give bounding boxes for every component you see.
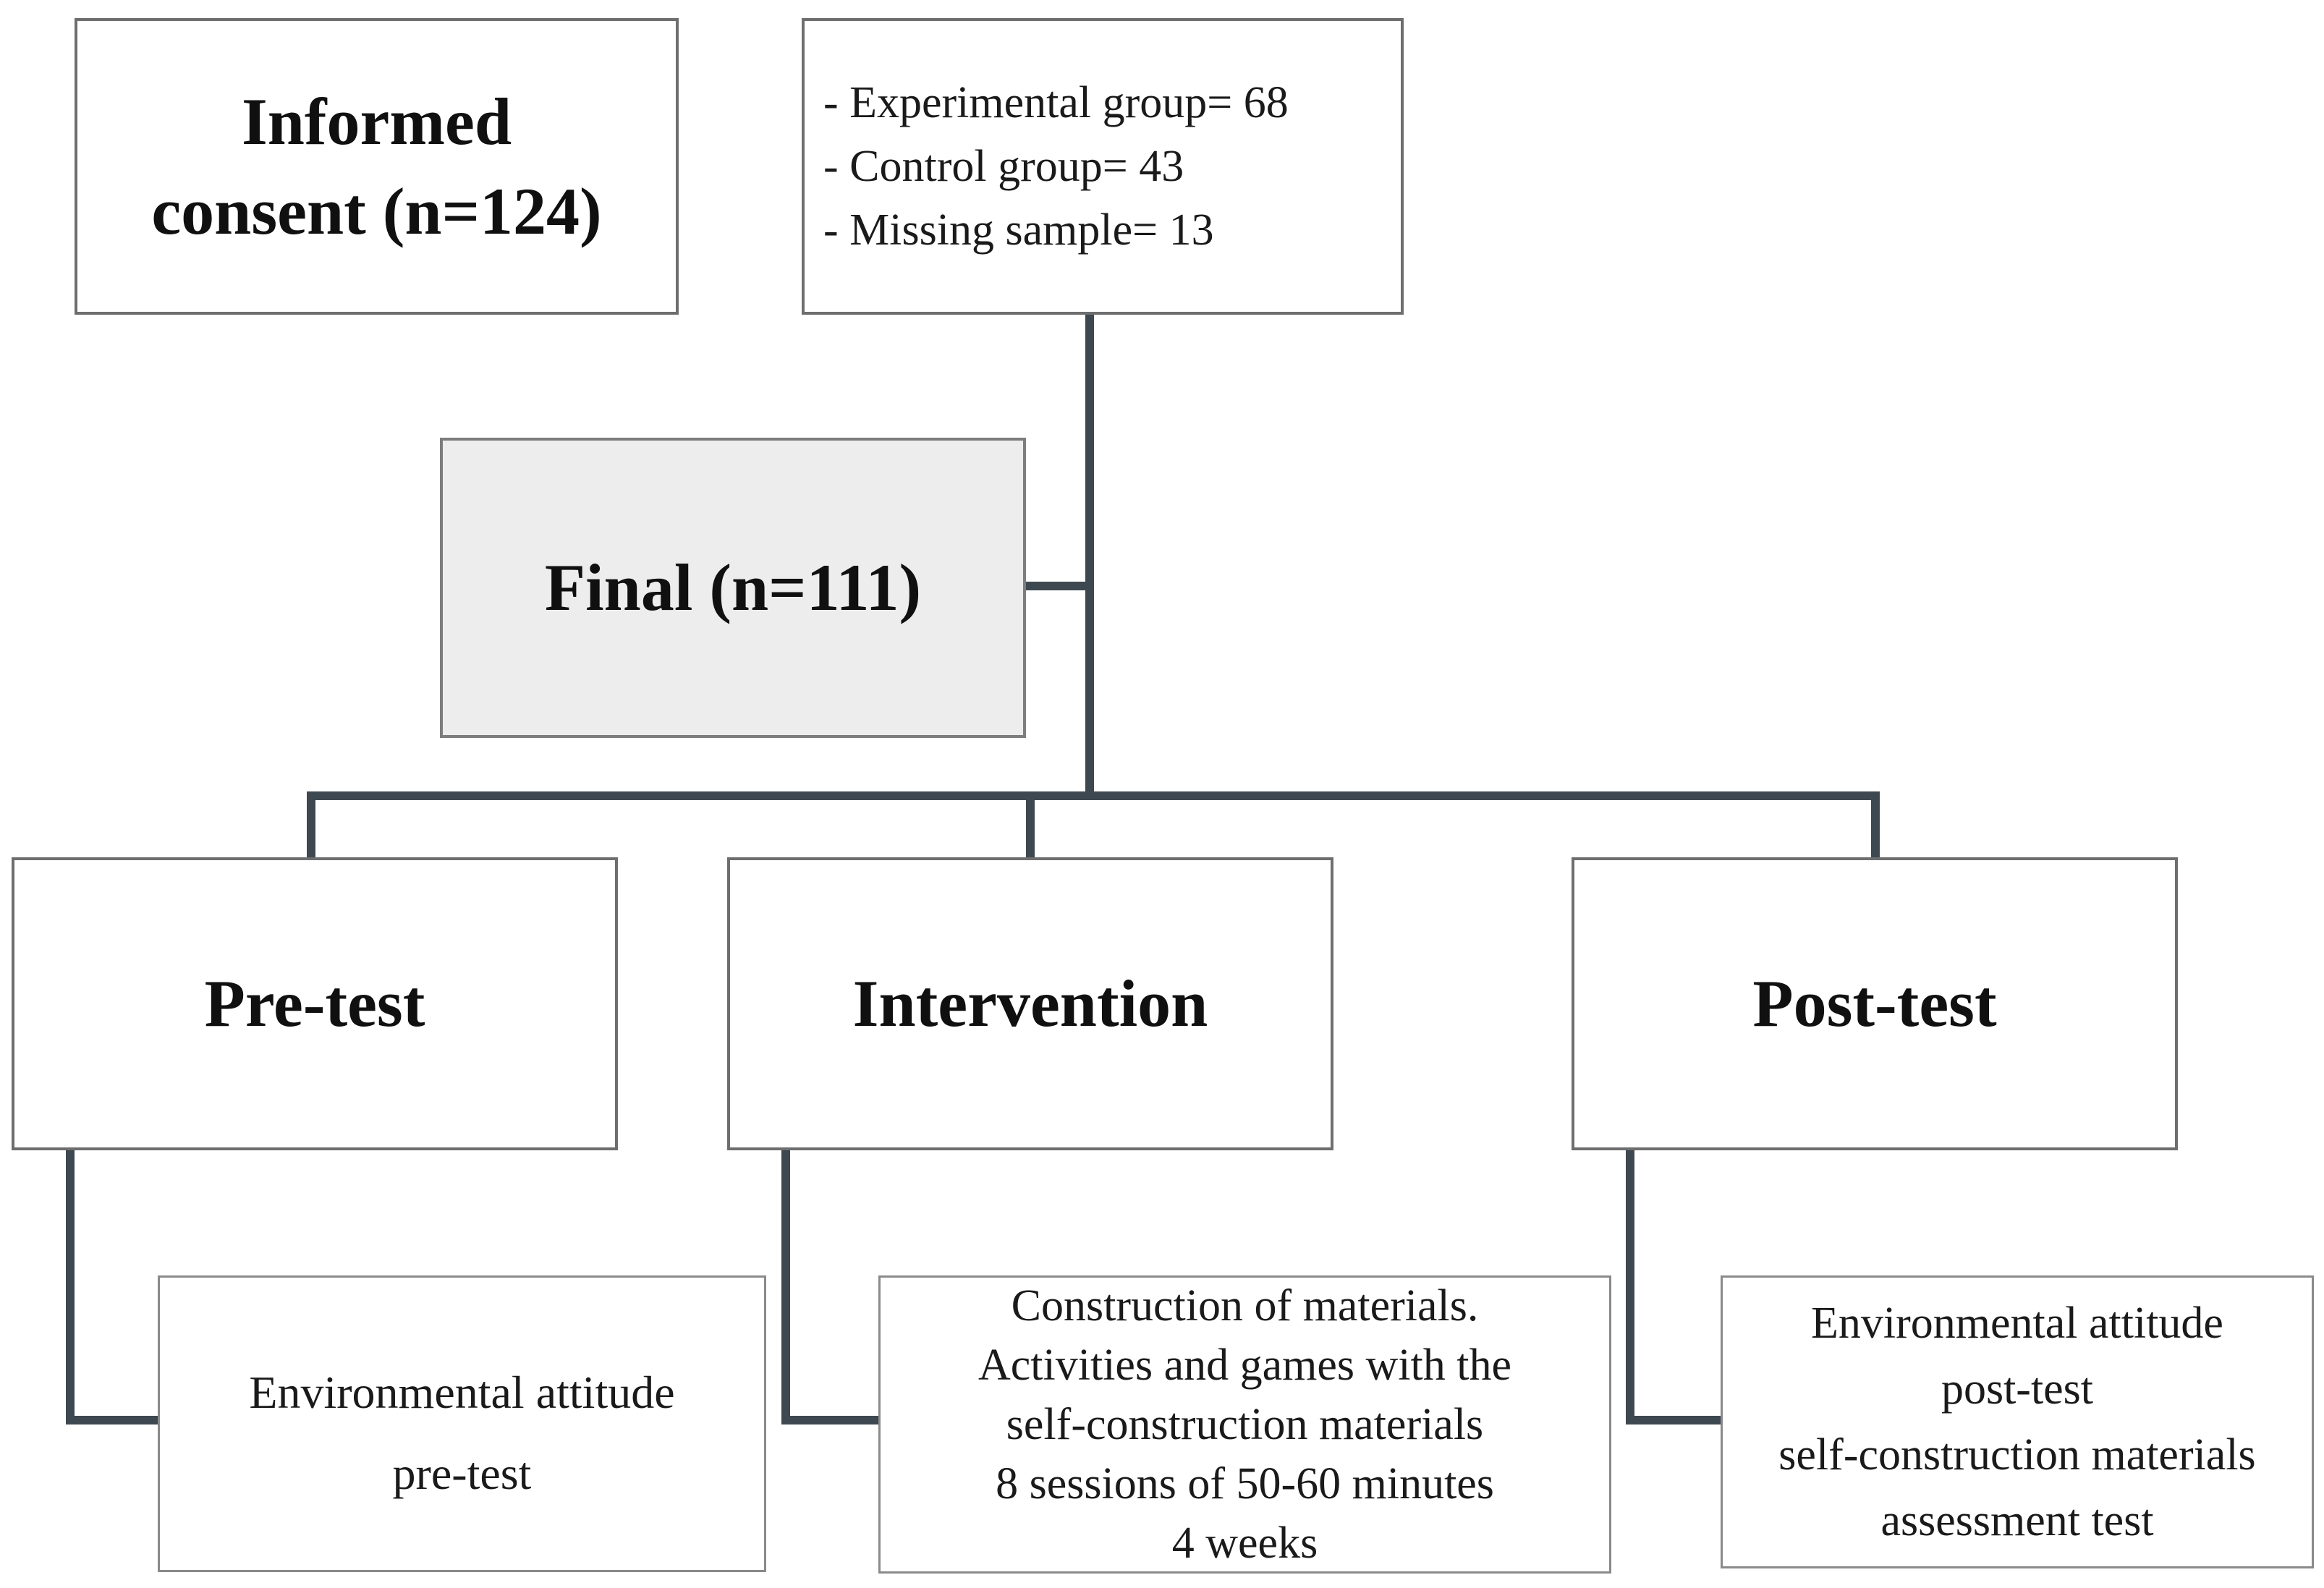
connector-intervention-elbow-vertical <box>781 1149 790 1424</box>
final-sample-label: Final (n=111) <box>544 551 922 625</box>
post-test-detail-box: Environmental attitude post-test self-co… <box>1721 1275 2314 1568</box>
connector-drop-intervention <box>1026 791 1035 860</box>
informed-consent-box: Informed consent (n=124) <box>75 18 679 315</box>
missing-sample-count: - Missing sample= 13 <box>823 205 1214 255</box>
post-test-detail-line-2: post-test <box>1941 1364 2094 1414</box>
sample-breakdown-box: - Experimental group= 68 - Control group… <box>802 18 1404 315</box>
experimental-group-count: - Experimental group= 68 <box>823 78 1289 127</box>
pre-test-label: Pre-test <box>204 967 425 1041</box>
post-test-detail-line-4: assessment test <box>1880 1495 2154 1545</box>
intervention-detail-box: Construction of materials. Activities an… <box>878 1275 1611 1574</box>
informed-consent-line-2: consent (n=124) <box>151 174 602 248</box>
pre-test-box: Pre-test <box>12 857 618 1150</box>
connector-groups-to-split-vertical <box>1085 313 1094 800</box>
pre-test-detail-line-1: Environmental attitude <box>249 1367 675 1418</box>
post-test-box: Post-test <box>1572 857 2178 1150</box>
intervention-detail-line-4: 8 sessions of 50-60 minutes <box>996 1459 1494 1508</box>
connector-pre-test-elbow-horizontal <box>66 1416 161 1424</box>
intervention-detail-line-2: Activities and games with the <box>978 1341 1511 1390</box>
intervention-detail-line-5: 4 weeks <box>1171 1519 1318 1568</box>
informed-consent-line-1: Informed <box>241 84 512 158</box>
connector-post-test-elbow-vertical <box>1626 1149 1634 1424</box>
connector-drop-post-test <box>1871 791 1880 860</box>
intervention-detail-line-3: self-construction materials <box>1006 1400 1484 1449</box>
intervention-box: Intervention <box>727 857 1333 1150</box>
connector-pre-test-elbow-vertical <box>66 1149 75 1424</box>
connector-final-to-vertical <box>1023 582 1090 590</box>
post-test-label: Post-test <box>1752 967 1997 1041</box>
post-test-detail-line-3: self-construction materials <box>1778 1430 2256 1479</box>
control-group-count: - Control group= 43 <box>823 142 1184 191</box>
connector-post-test-elbow-horizontal <box>1626 1416 1723 1424</box>
pre-test-detail-line-2: pre-test <box>392 1448 532 1499</box>
connector-drop-pre-test <box>307 791 315 860</box>
intervention-label: Intervention <box>852 967 1208 1041</box>
final-sample-box: Final (n=111) <box>440 438 1026 738</box>
post-test-detail-line-1: Environmental attitude <box>1811 1298 2223 1348</box>
connector-intervention-elbow-horizontal <box>781 1416 881 1424</box>
pre-test-detail-box: Environmental attitude pre-test <box>158 1275 766 1572</box>
connector-split-horizontal <box>307 791 1880 800</box>
intervention-detail-line-1: Construction of materials. <box>1011 1281 1479 1330</box>
